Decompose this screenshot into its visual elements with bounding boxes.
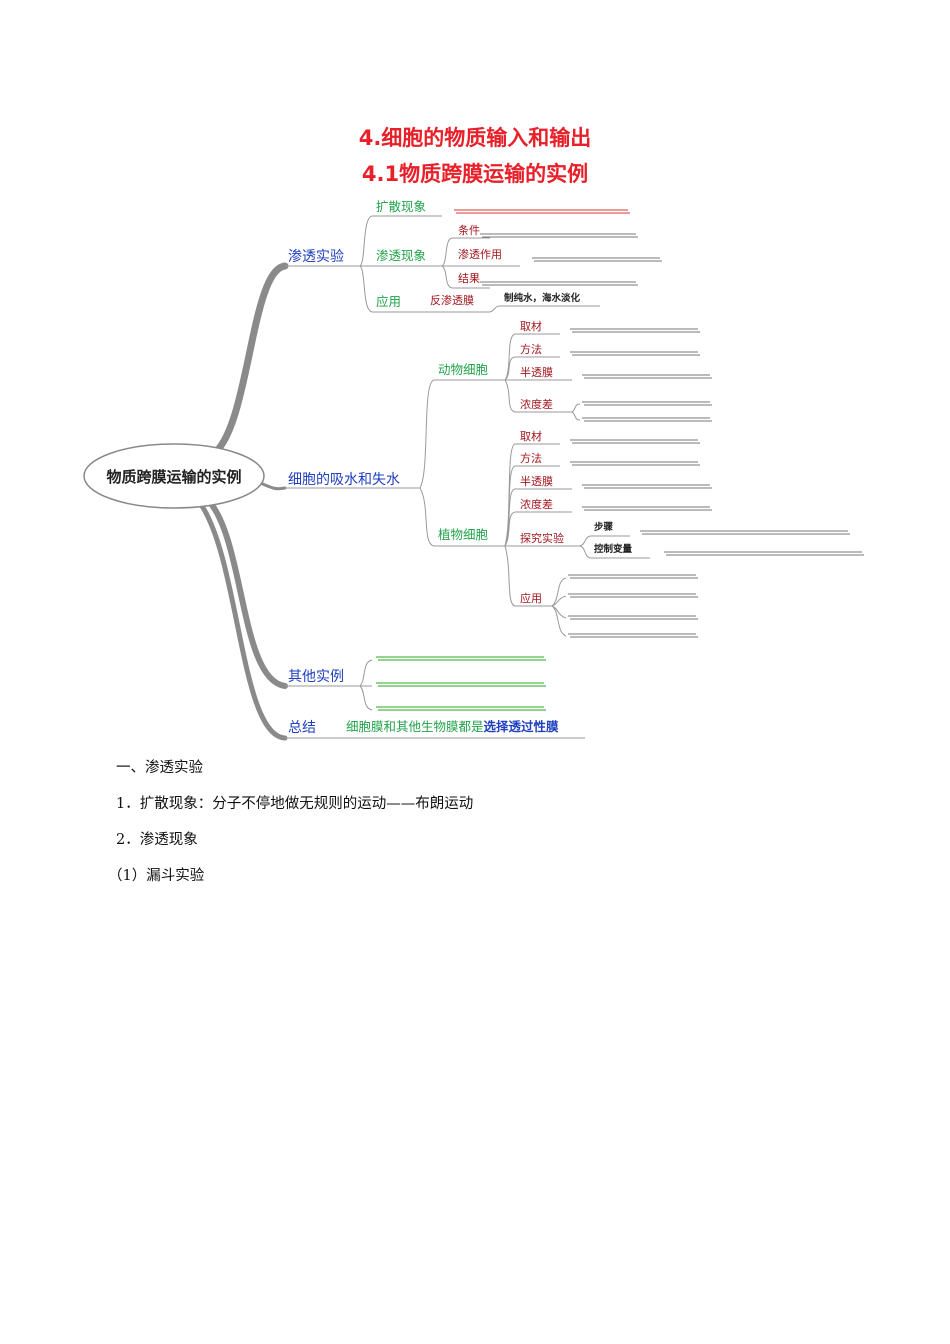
node-plant-application: 应用 xyxy=(520,591,542,605)
item-funnel-experiment: （1）漏斗实验 xyxy=(108,868,205,884)
summary-text-green: 细胞膜和其他生物膜都是 xyxy=(346,719,484,734)
node-animal-material: 取材 xyxy=(520,319,542,333)
node-osmotic-action: 渗透作用 xyxy=(458,247,502,261)
node-plant-gradient: 浓度差 xyxy=(520,497,553,511)
node-plant-material: 取材 xyxy=(520,429,542,443)
node-plant-membrane: 半透膜 xyxy=(520,474,553,488)
node-plant-method: 方法 xyxy=(520,451,542,465)
mind-map: 物质跨膜运输的实例 渗透实验 细胞的吸水和失水 其他实例 总结 扩散现象 渗透现… xyxy=(83,199,864,741)
trunk-connectors xyxy=(197,262,289,741)
node-animal-method: 方法 xyxy=(520,342,542,356)
branch-label-osmosis-experiment: 渗透实验 xyxy=(288,249,344,265)
node-reverse-osmosis-use: 制纯水，海水淡化 xyxy=(504,292,581,304)
node-plant-variables: 控制变量 xyxy=(594,543,633,555)
branch-lines xyxy=(285,215,650,739)
node-animal-cell: 动物细胞 xyxy=(438,362,489,377)
node-animal-membrane: 半透膜 xyxy=(520,365,553,379)
answer-blanks xyxy=(376,209,864,711)
node-plant-cell: 植物细胞 xyxy=(438,527,489,542)
node-condition: 条件 xyxy=(458,223,480,237)
item-osmosis: 2．渗透现象 xyxy=(116,832,198,848)
branch-label-cell-water: 细胞的吸水和失水 xyxy=(288,472,400,488)
summary-text-blue: 选择透过性膜 xyxy=(484,719,560,734)
root-label: 物质跨膜运输的实例 xyxy=(106,468,241,486)
node-application: 应用 xyxy=(376,294,401,309)
page-title: 4.细胞的物质输入和输出 xyxy=(358,126,592,150)
branch-label-summary: 总结 xyxy=(288,720,316,736)
node-plant-experiment: 探究实验 xyxy=(520,531,564,545)
node-animal-gradient: 浓度差 xyxy=(520,397,553,411)
page-subtitle: 4.1物质跨膜运输的实例 xyxy=(361,162,589,186)
branch-label-other-examples: 其他实例 xyxy=(288,669,344,685)
node-plant-steps: 步骤 xyxy=(594,521,614,533)
item-diffusion: 1．扩散现象：分子不停地做无规则的运动——布朗运动 xyxy=(116,796,474,812)
node-reverse-osmosis: 反渗透膜 xyxy=(430,293,474,307)
node-result: 结果 xyxy=(458,272,480,285)
node-diffusion: 扩散现象 xyxy=(376,199,426,214)
section-heading-osmosis: 一、渗透实验 xyxy=(116,760,203,776)
node-osmosis: 渗透现象 xyxy=(376,248,426,263)
summary-text: 细胞膜和其他生物膜都是选择透过性膜 xyxy=(346,719,559,734)
root-node xyxy=(83,443,265,509)
